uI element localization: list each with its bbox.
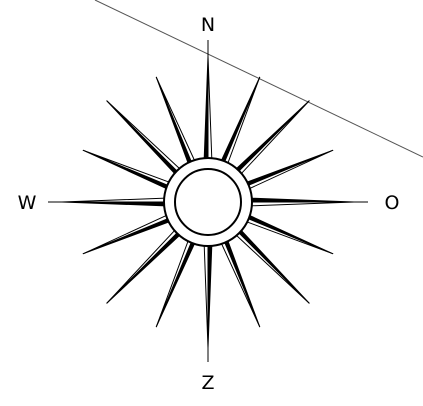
center-inner-ring	[175, 169, 241, 235]
label-north: N	[201, 14, 215, 36]
star-point-w-light	[62, 198, 172, 202]
star-point-w-dark	[62, 202, 172, 206]
star-point-e-light	[244, 202, 354, 206]
star-point-n-light	[208, 56, 212, 166]
star-point-s-light	[204, 238, 208, 348]
label-west: W	[18, 192, 37, 214]
label-south: Z	[201, 372, 214, 394]
star-point-s-dark	[208, 238, 212, 348]
star-point-e-dark	[244, 198, 354, 202]
star-point-n-dark	[204, 56, 208, 166]
label-east: O	[385, 192, 400, 214]
